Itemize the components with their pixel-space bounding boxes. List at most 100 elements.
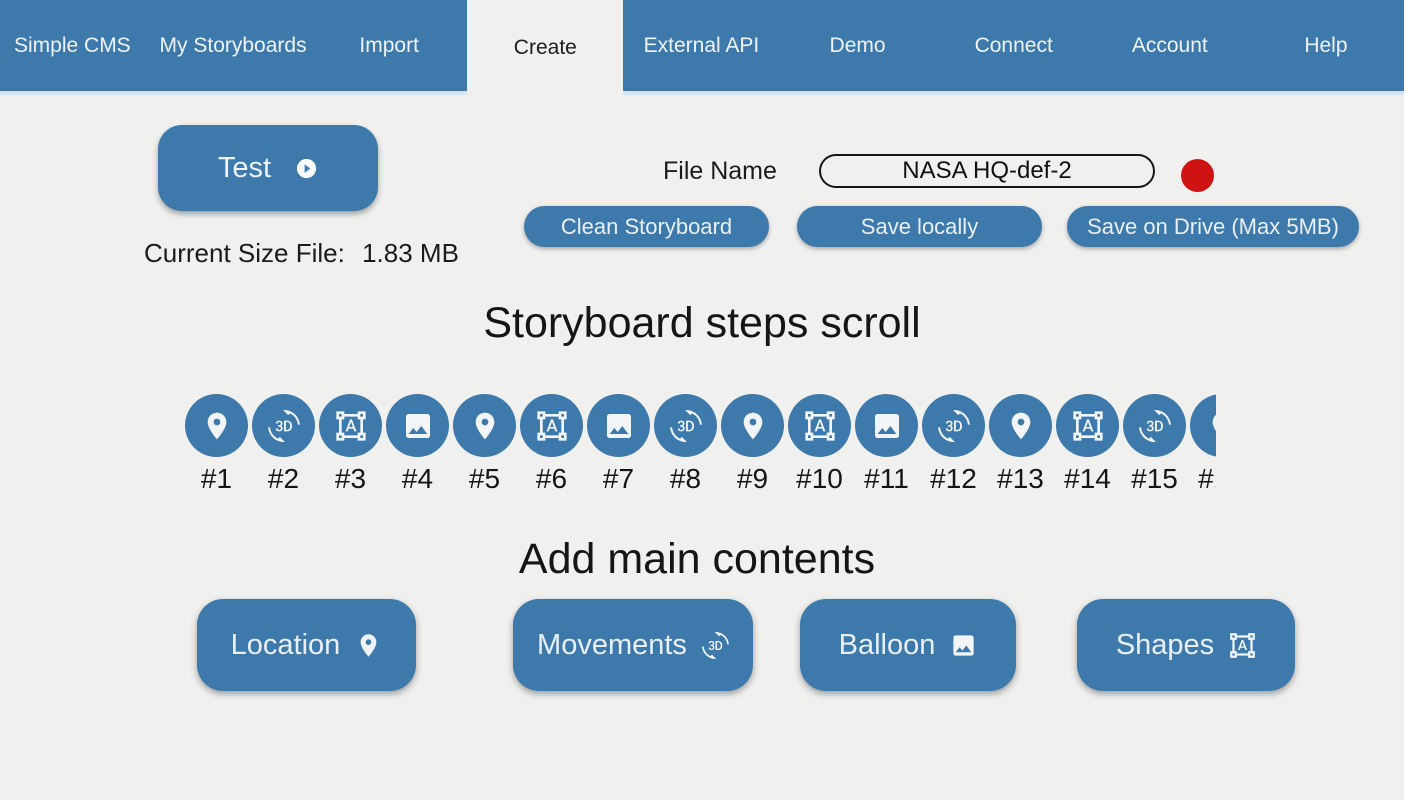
steps-scroll[interactable]: #1 #2 #3 #4 #5 #6 #7 #8 #9 #10 #11 #12 #13 #14 #15 #16 (185, 394, 1216, 498)
storyboard-step: #7 (587, 394, 650, 498)
step-circle-9[interactable] (721, 394, 784, 457)
step-label: #12 (930, 463, 977, 494)
add-movements-button[interactable]: Movements (513, 599, 753, 691)
test-button-label: Test (217, 151, 272, 184)
file-name-input[interactable] (819, 154, 1155, 188)
location-pin-icon (737, 410, 769, 442)
storyboard-step: #4 (386, 394, 449, 498)
storyboard-step: #15 (1123, 394, 1186, 498)
step-circle-10[interactable] (788, 394, 851, 457)
3d-rotation-icon (938, 410, 970, 442)
nav-item-my-storyboards[interactable]: My Storyboards (159, 33, 307, 57)
contents-title: Add main contents (518, 535, 876, 583)
step-label: #6 (535, 463, 568, 494)
step-label: #8 (669, 463, 702, 494)
step-circle-2[interactable] (252, 394, 315, 457)
storyboard-step: #14 (1056, 394, 1119, 498)
current-size-value: 1.83 MB (362, 238, 459, 268)
add-shapes-button[interactable]: Shapes (1077, 599, 1295, 691)
step-circle-13[interactable] (989, 394, 1052, 457)
step-label: #5 (468, 463, 501, 494)
button-label: Shapes (1115, 628, 1215, 661)
nav-item-demo[interactable]: Demo (829, 33, 886, 57)
image-icon (402, 410, 434, 442)
storyboard-step: #3 (319, 394, 382, 498)
step-circle-14[interactable] (1056, 394, 1119, 457)
step-circle-6[interactable] (520, 394, 583, 457)
storyboard-step: #10 (788, 394, 851, 498)
image-icon (603, 410, 635, 442)
step-circle-1[interactable] (185, 394, 248, 457)
test-button[interactable]: Test (158, 125, 378, 211)
step-label: #16 (1198, 463, 1216, 494)
nav-items: My Storyboards Import Create External API De… (155, 0, 1404, 95)
format-shapes-icon (804, 410, 836, 442)
current-size-line: Current Size File: 1.83 MB (144, 238, 459, 269)
nav-item-connect[interactable]: Connect (974, 33, 1053, 57)
nav-item-help[interactable]: Help (1304, 33, 1348, 57)
location-pin-icon (469, 410, 501, 442)
save-on-drive-max-5mb-button[interactable]: Save on Drive (Max 5MB) (1067, 206, 1359, 247)
step-circle-16[interactable] (1190, 394, 1216, 457)
add-location-button[interactable]: Location (197, 599, 416, 691)
add-balloon-button[interactable]: Balloon (800, 599, 1016, 691)
3d-rotation-icon (1139, 410, 1171, 442)
storyboard-step: #13 (989, 394, 1052, 498)
step-circle-4[interactable] (386, 394, 449, 457)
storyboard-step: #1 (185, 394, 248, 498)
storyboard-step: #5 (453, 394, 516, 498)
play-circle-icon (295, 157, 318, 180)
storyboard-step: #12 (922, 394, 985, 498)
storyboard-step: #9 (721, 394, 784, 498)
storyboard-step: #16 (1190, 394, 1216, 498)
step-circle-7[interactable] (587, 394, 650, 457)
steps-title: Storyboard steps scroll (483, 299, 921, 347)
format-shapes-icon (536, 410, 568, 442)
nav-item-import[interactable]: Import (359, 33, 419, 57)
step-label: #3 (334, 463, 367, 494)
status-dot (1181, 159, 1214, 192)
image-icon (950, 632, 977, 659)
storyboard-step: #8 (654, 394, 717, 498)
step-label: #9 (736, 463, 769, 494)
button-label: Movements (537, 628, 687, 661)
file-name-label: File Name (663, 157, 777, 185)
step-label: #15 (1131, 463, 1178, 494)
location-pin-icon (1005, 410, 1037, 442)
image-icon (871, 410, 903, 442)
location-pin-icon (355, 632, 382, 659)
button-label: Balloon (838, 628, 936, 661)
3d-rotation-icon (702, 632, 729, 659)
3d-rotation-icon (268, 410, 300, 442)
step-label: #2 (267, 463, 300, 494)
location-pin-icon (1206, 410, 1217, 442)
step-label: #11 (864, 463, 909, 494)
format-shapes-icon (1072, 410, 1104, 442)
nav-item-account[interactable]: Account (1131, 33, 1208, 57)
step-label: #1 (200, 463, 233, 494)
top-nav: Simple CMS My Storyboards Import Create Ext… (0, 0, 1404, 95)
step-circle-3[interactable] (319, 394, 382, 457)
step-circle-8[interactable] (654, 394, 717, 457)
step-circle-11[interactable] (855, 394, 918, 457)
app-brand: Simple CMS (14, 33, 131, 57)
current-size-label: Current Size File: (144, 238, 345, 268)
3d-rotation-icon (670, 410, 702, 442)
storyboard-step: #11 (855, 394, 918, 498)
storyboard-step: #2 (252, 394, 315, 498)
nav-item-create[interactable]: Create (467, 0, 624, 95)
location-pin-icon (201, 410, 233, 442)
step-label: #13 (997, 463, 1044, 494)
step-circle-5[interactable] (453, 394, 516, 457)
save-locally-button[interactable]: Save locally (797, 206, 1042, 247)
step-label: #10 (796, 463, 843, 494)
step-circle-12[interactable] (922, 394, 985, 457)
nav-item-external-api[interactable]: External API (643, 33, 760, 57)
format-shapes-icon (1229, 632, 1256, 659)
clean-storyboard-button[interactable]: Clean Storyboard (524, 206, 769, 247)
step-label: #7 (602, 463, 635, 494)
step-circle-15[interactable] (1123, 394, 1186, 457)
button-label: Location (230, 628, 341, 661)
step-label: #4 (401, 463, 434, 494)
